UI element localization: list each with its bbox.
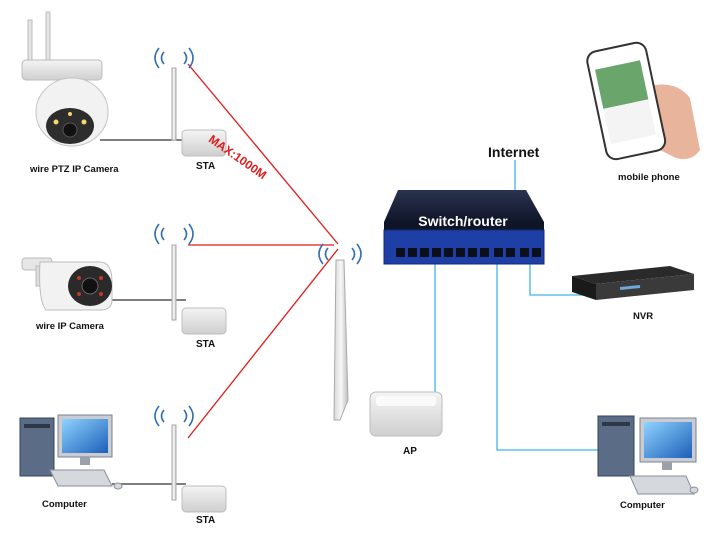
ptz-camera-icon	[21, 11, 109, 147]
sta1-icon	[154, 47, 227, 157]
wireless-link-sta1-ap	[187, 63, 339, 245]
sta3-label: STA	[196, 515, 216, 526]
sta2-icon	[154, 223, 227, 335]
ethernet-link-switch-computer	[496, 262, 600, 451]
computer-right-label: Computer	[620, 500, 665, 511]
sta1-label: STA	[196, 161, 216, 172]
computer-right-icon	[597, 415, 699, 495]
wireless-link-sta3-ap	[187, 248, 339, 439]
nvr-icon	[572, 266, 694, 300]
mobile-phone-label: mobile phone	[618, 172, 680, 183]
sta2-label: STA	[196, 339, 216, 350]
ptz-camera-label: wire PTZ IP Camera	[30, 164, 119, 175]
internet-label: Internet	[488, 144, 540, 160]
computer-left-label: Computer	[42, 499, 87, 510]
ap-label: AP	[403, 446, 417, 457]
switch-router-label: Switch/router	[418, 213, 508, 229]
mobile-phone-icon	[586, 41, 700, 161]
ap-icon	[318, 243, 443, 437]
computer-left-icon	[19, 414, 123, 490]
ethernet-link-switch-nvr	[529, 262, 598, 296]
sta3-icon	[154, 405, 227, 513]
switch-router-icon	[383, 190, 545, 265]
ip-camera-icon	[21, 257, 113, 311]
ip-camera-label: wire IP Camera	[36, 321, 104, 332]
wireless-links	[187, 63, 339, 439]
nvr-label: NVR	[633, 311, 654, 322]
